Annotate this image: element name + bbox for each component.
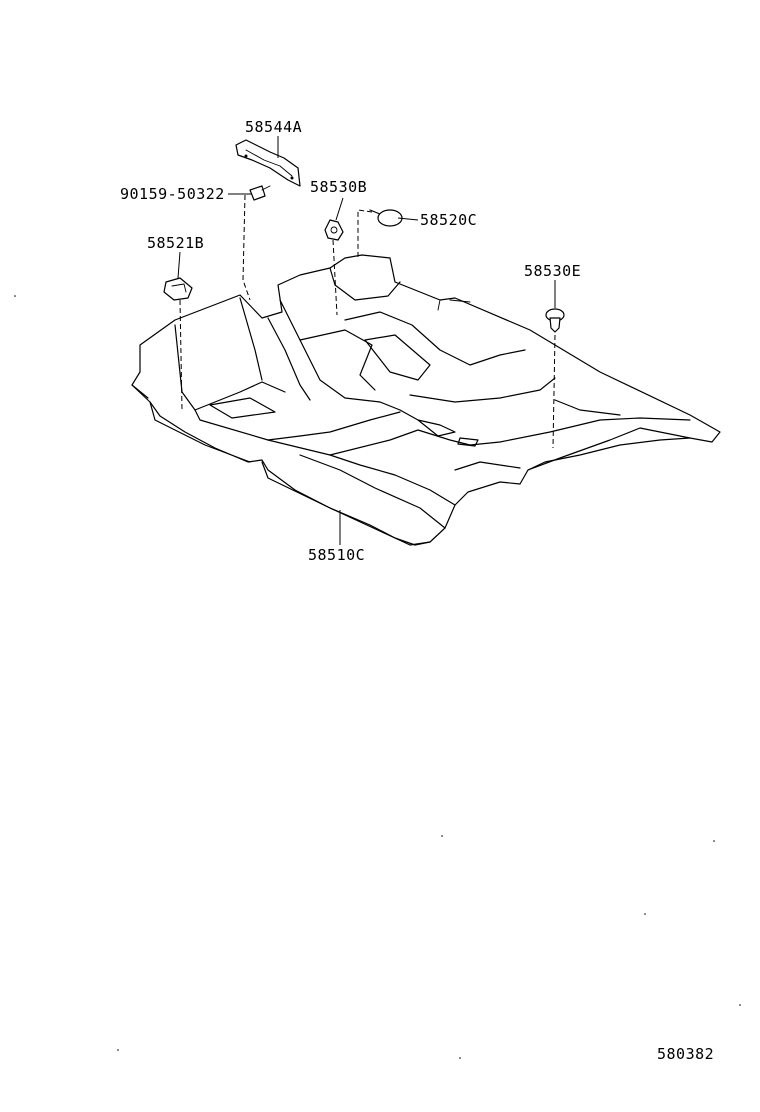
installation-lines (179, 194, 556, 449)
label-58530B: 58530B (310, 178, 368, 196)
clip-58530E (545, 308, 565, 333)
label-58520C: 58520C (420, 211, 478, 229)
diagram-reference-number: 580382 (657, 1045, 715, 1063)
scan-specks (14, 295, 741, 1059)
clip-58521B (163, 277, 193, 301)
label-58521B: 58521B (147, 234, 205, 252)
bracket-58544A (235, 139, 301, 187)
label-58544A: 58544A (245, 118, 303, 136)
label-90159-50322: 90159-50322 (120, 185, 225, 203)
screw-90159-50322 (249, 185, 271, 201)
leader-lines (177, 136, 556, 545)
clip-58530B (324, 219, 344, 241)
grommet-58520C (369, 209, 403, 227)
floor-carpet-part (131, 254, 721, 546)
label-58530E: 58530E (524, 262, 582, 280)
label-58510C: 58510C (308, 546, 366, 564)
